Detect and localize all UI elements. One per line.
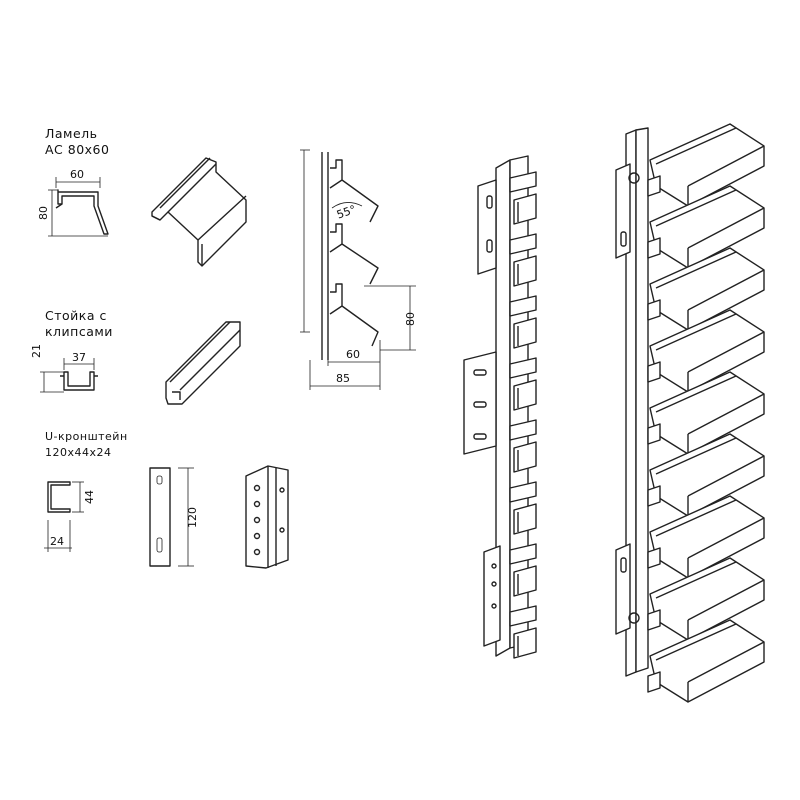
slat	[647, 495, 765, 579]
clip	[509, 357, 537, 411]
slat	[647, 619, 765, 703]
bracket-height-dim: 44	[83, 490, 96, 504]
post-elevation	[463, 155, 537, 659]
clip	[509, 171, 537, 225]
bracket-title-line2: 120х44х24	[45, 446, 112, 459]
lamel-isometric	[151, 157, 247, 267]
slat	[647, 557, 765, 641]
bracket-group: U-кронштейн 120х44х24 44 24 120	[44, 430, 289, 569]
stoyka-title-line1: Стойка с	[45, 308, 107, 323]
louver-assembly	[615, 123, 765, 703]
stoyka-title-line2: клипсами	[45, 324, 113, 339]
assembly-total-dim: 85	[336, 372, 350, 385]
assembly-width-dim: 60	[346, 348, 360, 361]
bracket-width-dim: 24	[50, 535, 64, 548]
lamel-title: Ламель	[45, 126, 98, 141]
clip	[509, 233, 537, 287]
assembly-angle-dim: 55°	[335, 203, 358, 222]
stoyka-height-dim: 21	[30, 344, 43, 358]
clip	[509, 419, 537, 473]
lamel-height-dim: 80	[37, 206, 50, 220]
clip	[509, 295, 537, 349]
slat	[647, 371, 765, 455]
bracket-length-dim: 120	[186, 507, 199, 528]
lamel-group: Ламель АС 80х60 60 80	[37, 126, 247, 267]
stoyka-width-dim: 37	[72, 351, 86, 364]
assembly-height-dim: 80	[404, 312, 417, 326]
slat	[647, 309, 765, 393]
stoyka-profile: 37 21	[30, 344, 98, 393]
lamel-model: АС 80х60	[45, 142, 109, 157]
bracket-isometric	[245, 465, 289, 569]
clip	[509, 605, 537, 659]
lamel-width-dim: 60	[70, 168, 84, 181]
stoyka-group: Стойка с клипсами 37 21	[30, 308, 241, 405]
bracket-front: 120	[149, 467, 199, 567]
slat	[647, 185, 765, 269]
bracket-profile: 44 24	[44, 481, 96, 552]
lamel-profile: 60 80	[37, 168, 109, 237]
slat	[647, 247, 765, 331]
clip	[509, 543, 537, 597]
clip-array	[509, 171, 537, 659]
slat	[647, 123, 765, 207]
stoyka-isometric	[165, 321, 241, 405]
slat	[647, 433, 765, 517]
slat-array	[647, 123, 765, 703]
assembly-section: 55° 80 60 85	[300, 149, 417, 390]
clip	[509, 481, 537, 535]
bracket-title-line1: U-кронштейн	[45, 430, 128, 443]
